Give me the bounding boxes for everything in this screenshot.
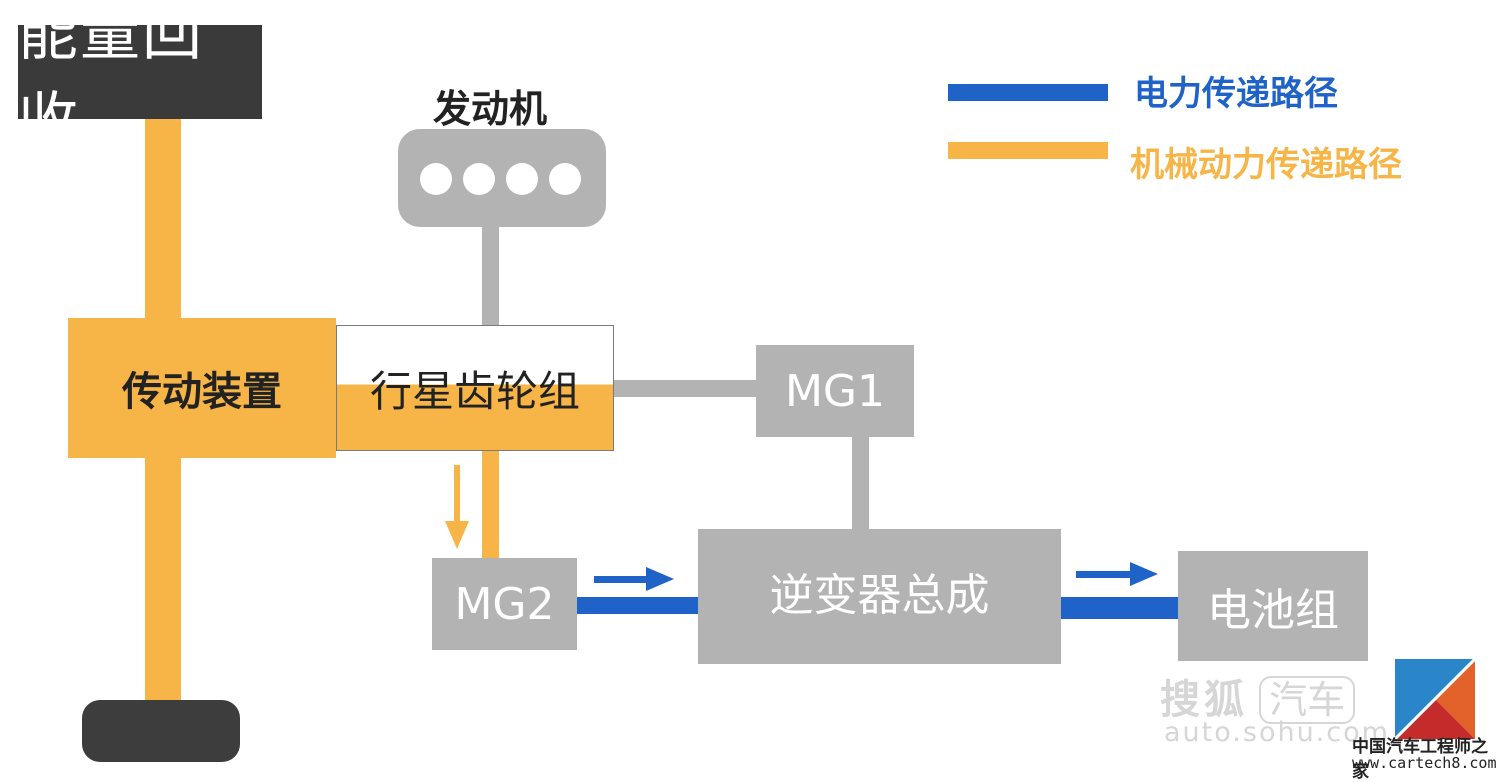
engine-cylinder-2	[463, 163, 495, 195]
axle-shaft-top	[145, 100, 181, 320]
mg2-label: MG2	[454, 578, 555, 630]
cartech-name: 中国汽车工程师之家	[1352, 737, 1488, 782]
transmission-block: 传动装置	[68, 318, 336, 458]
inverter-label: 逆变器总成	[769, 569, 990, 621]
engine-shaft	[482, 226, 499, 326]
mg2-block: MG2	[432, 558, 577, 650]
planetary-mg2-shaft	[482, 451, 499, 559]
legend-mechanical-text: 机械动力传递路径	[1130, 145, 1402, 185]
sohu-watermark: 搜狐 汽车	[1160, 667, 1356, 725]
sohu-brand: 搜狐	[1160, 677, 1248, 723]
legend-mechanical-swatch	[948, 142, 1108, 159]
planetary-mg1-shaft	[614, 380, 756, 397]
engine-label: 发动机	[433, 87, 548, 131]
battery-block: 电池组	[1178, 551, 1368, 661]
mg1-inverter-line	[852, 437, 869, 529]
mg2-inverter-line	[577, 597, 699, 614]
transmission-label: 传动装置	[122, 369, 282, 415]
bottom-wheel	[82, 700, 240, 762]
legend-electric-swatch	[948, 84, 1108, 101]
sohu-auto-badge: 汽车	[1259, 676, 1356, 724]
inverter-battery-line	[1061, 597, 1179, 619]
mg1-label: MG1	[784, 365, 886, 417]
page-title: 能量回收	[18, 0, 262, 156]
engine-cylinder-3	[506, 163, 538, 195]
inverter-block: 逆变器总成	[698, 529, 1061, 664]
sohu-url: auto.sohu.com	[1164, 717, 1390, 748]
axle-shaft-bottom	[145, 458, 181, 708]
planetary-gear-label: 行星齿轮组	[369, 366, 580, 416]
mg1-block: MG1	[756, 345, 914, 437]
mechanical-flow-arrow	[445, 465, 469, 549]
engine-cylinder-4	[549, 163, 581, 195]
legend-electric-text: 电力传递路径	[1134, 74, 1338, 114]
cartech-url: www.cartech8.com	[1352, 754, 1497, 772]
planetary-gear-block: 行星齿轮组	[336, 325, 614, 451]
electric-flow-arrow-2	[1076, 562, 1158, 586]
battery-label: 电池组	[1207, 585, 1339, 636]
cartech-logo-icon	[1395, 659, 1475, 739]
engine-cylinder-1	[420, 163, 452, 195]
electric-flow-arrow-1	[594, 567, 674, 591]
